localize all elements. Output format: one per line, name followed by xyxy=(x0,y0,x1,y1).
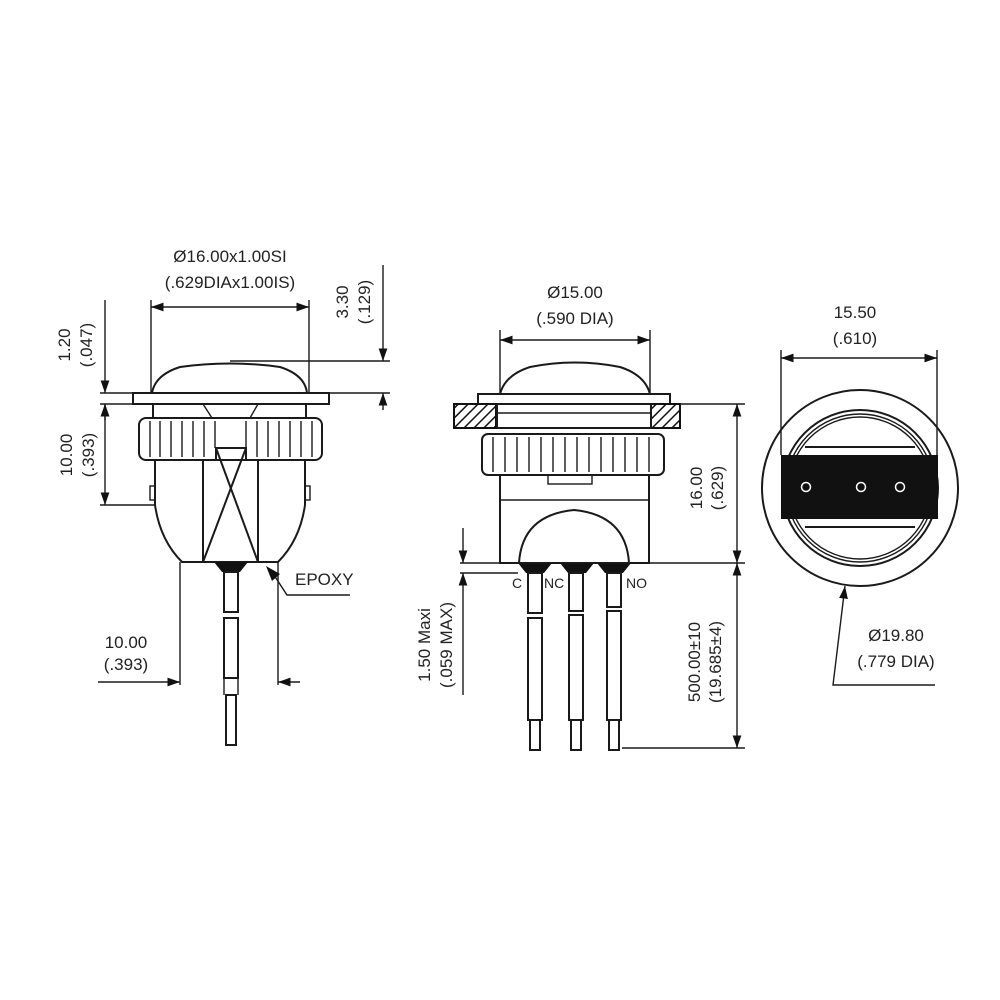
panel-thickness-inch-label: (.047) xyxy=(77,323,96,367)
lead-wire xyxy=(223,571,239,613)
panel-thickness-label: 1.20 xyxy=(55,328,74,361)
lead-length-inch-label: (19.685±4) xyxy=(706,621,725,703)
flat-width-label: 15.50 xyxy=(834,303,877,322)
cap-diameter-label: Ø15.00 xyxy=(547,283,603,302)
panel-plate xyxy=(132,392,330,405)
terminal-no-label: NO xyxy=(626,575,647,591)
lead-length-label: 500.00±10 xyxy=(685,622,704,702)
body-height-inch-label: (.629) xyxy=(708,466,727,510)
bottom-view: 15.50 (.610) Ø19.80 (.779 DIA) xyxy=(761,303,959,686)
panel-section-left xyxy=(453,403,497,429)
lead-c xyxy=(527,572,543,614)
epoxy-blob xyxy=(214,562,248,572)
epoxy-height-inch-label: (.059 MAX) xyxy=(437,602,456,688)
lead-no xyxy=(606,572,622,608)
thread-dim-inch-label: (.629DIAx1.00IS) xyxy=(165,273,295,292)
flat-width-inch-label: (.610) xyxy=(833,329,877,348)
cap-diameter-inch-label: (.590 DIA) xyxy=(536,309,613,328)
thread-dim-label: Ø16.00x1.00SI xyxy=(173,247,286,266)
cap-height-inch-label: (.129) xyxy=(355,280,374,324)
outer-diameter-label: Ø19.80 xyxy=(868,626,924,645)
cap-height-label: 3.30 xyxy=(333,285,352,318)
nut-body-dim-label: 10.00 xyxy=(57,434,76,477)
panel-section-right xyxy=(650,403,681,429)
base-width-label: 10.00 xyxy=(105,633,148,652)
lead-nc xyxy=(568,572,584,612)
knurled-nut xyxy=(138,417,323,461)
nut-body-dim-inch-label: (.393) xyxy=(79,433,98,477)
terminal-nc-label: NC xyxy=(544,575,564,591)
dome-cap xyxy=(151,362,308,394)
terminal-c-label: C xyxy=(512,575,522,591)
terminal-block xyxy=(781,455,938,519)
epoxy-label: EPOXY xyxy=(295,570,354,589)
outer-flange-circle xyxy=(761,389,959,587)
left-side-view: Ø16.00x1.00SI (.629DIAx1.00IS) 1.20 (.04… xyxy=(55,247,390,746)
outer-diameter-inch-label: (.779 DIA) xyxy=(857,652,934,671)
dome-cap xyxy=(499,361,651,395)
epoxy-height-label: 1.50 Maxi xyxy=(415,608,434,682)
center-side-view: Ø15.00 (.590 DIA) 16.00 (.629) 500.00±10… xyxy=(415,283,745,751)
body-height-label: 16.00 xyxy=(687,467,706,510)
base-width-inch-label: (.393) xyxy=(104,655,148,674)
